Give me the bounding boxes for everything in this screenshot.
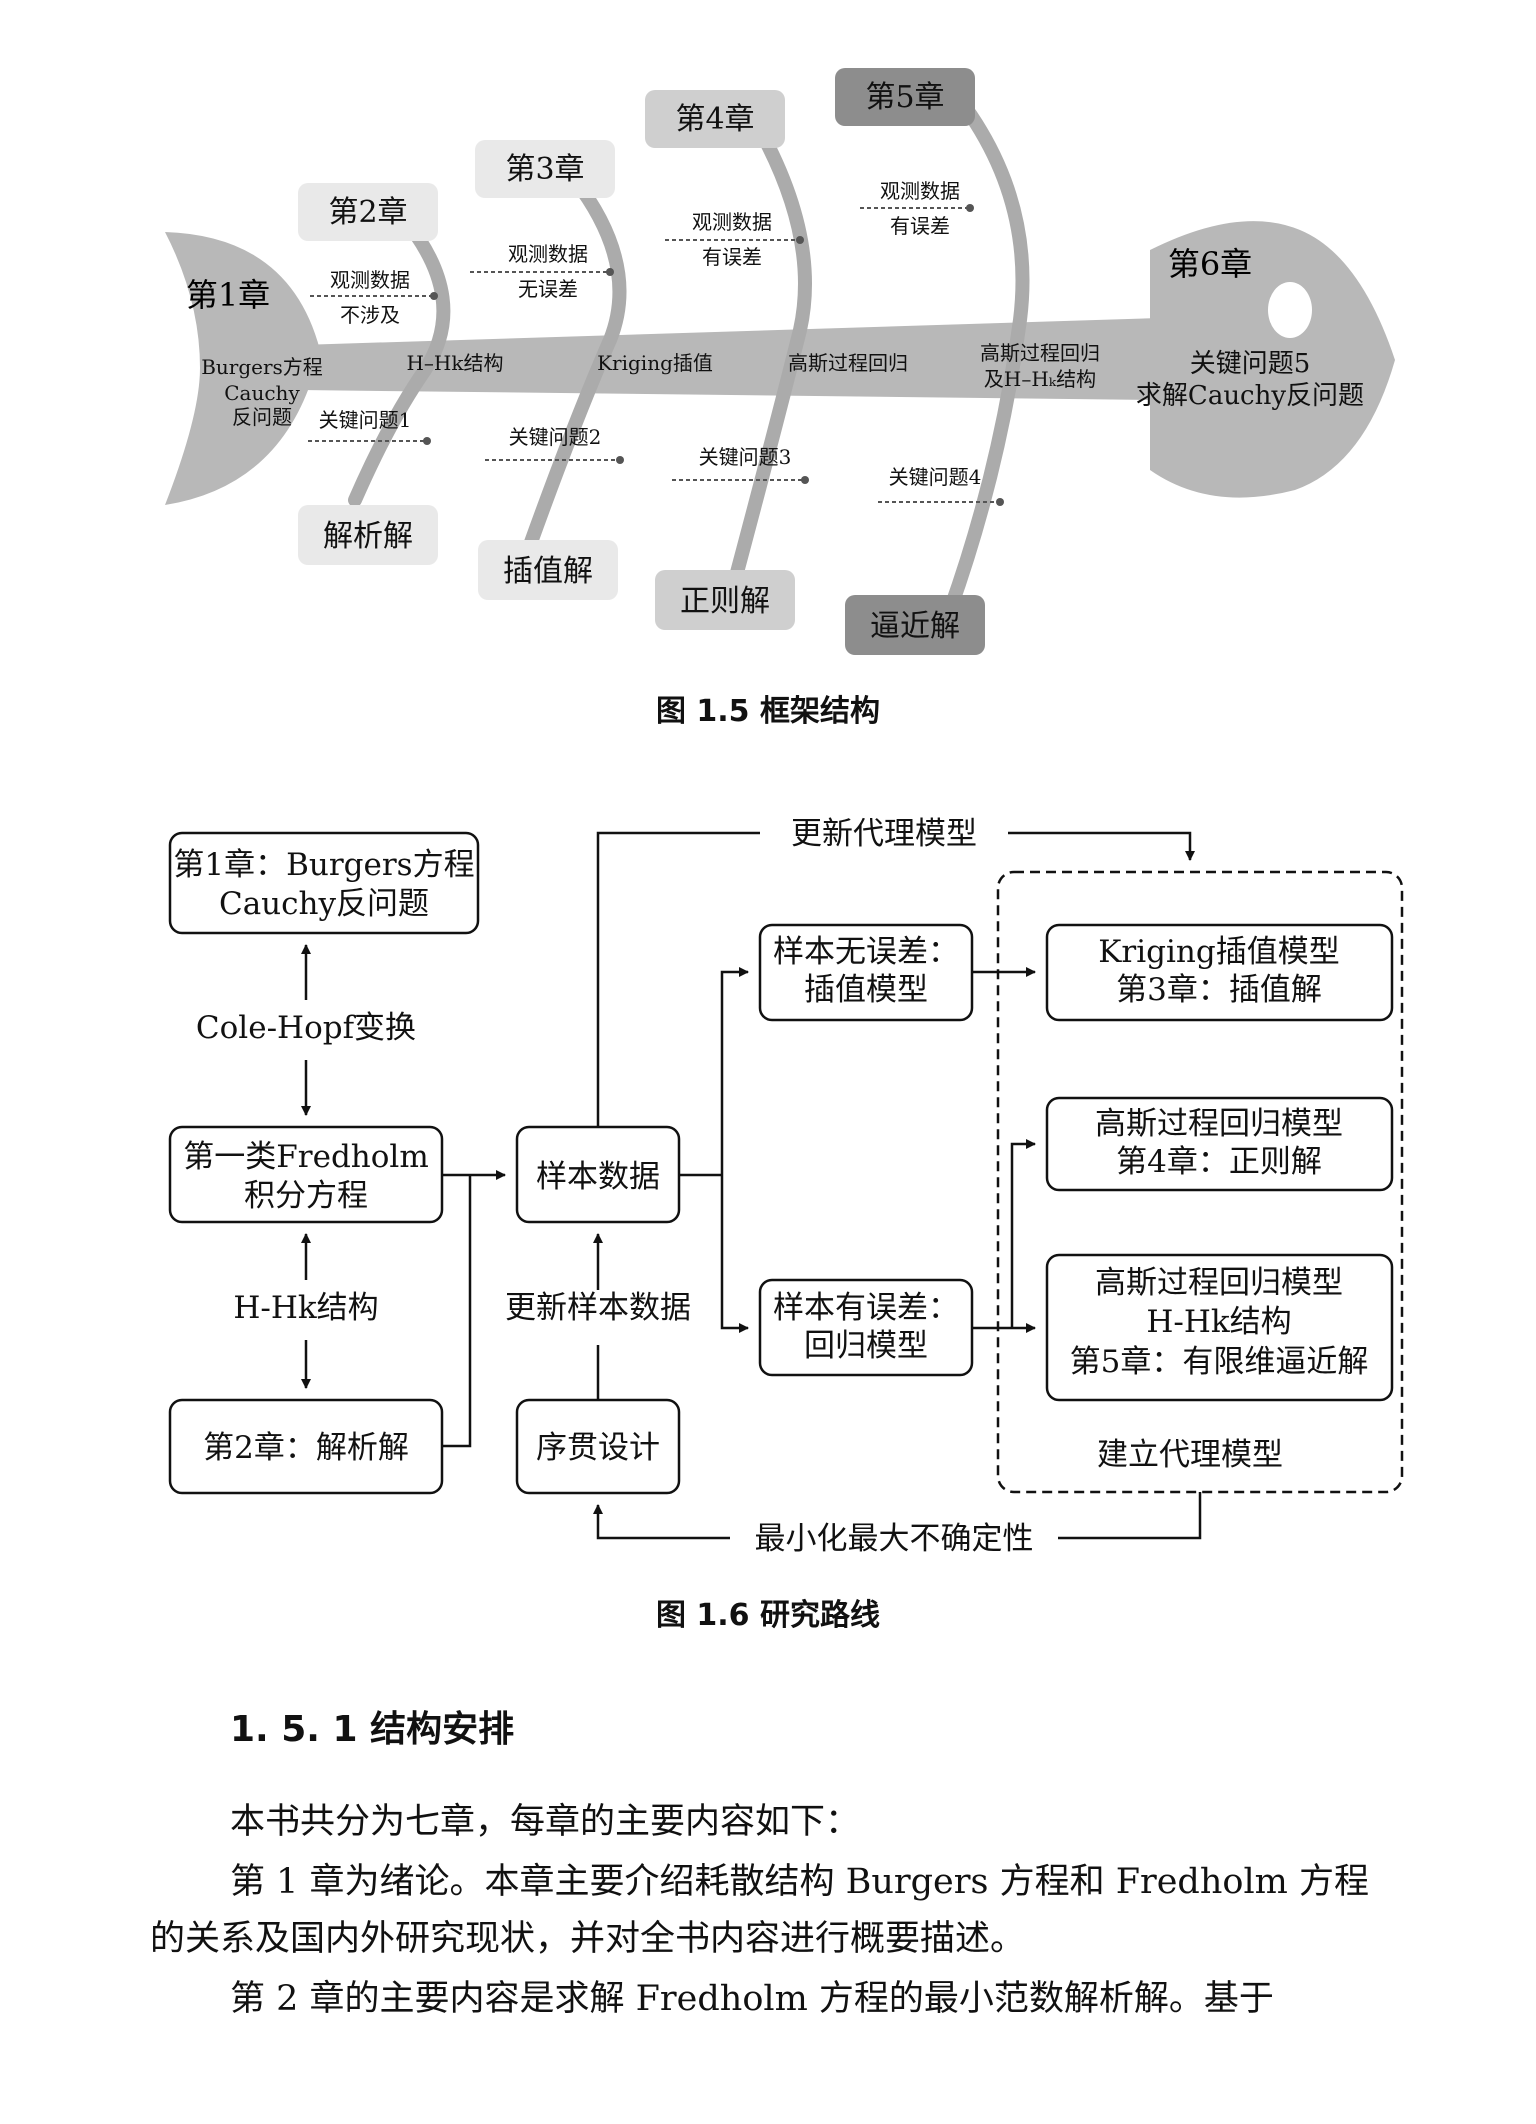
svg-text:关键问题2: 关键问题2 — [509, 425, 602, 449]
top-chapter-labels: 第2章 第3章 第4章 第5章 — [328, 80, 944, 230]
fig15-ch4: 第4章 — [675, 102, 754, 137]
fig15-sol1: 解析解 — [323, 519, 413, 554]
fish-eye — [1268, 282, 1312, 338]
fig15-ch2: 第2章 — [328, 195, 407, 230]
box-kriging-line1: Kriging插值模型 — [1098, 934, 1339, 970]
research-route-diagram: 第1章：Burgers方程 Cauchy反问题 Cole-Hopf变换 第一类F… — [168, 816, 1404, 1557]
top-chapter-boxes — [298, 68, 975, 241]
spine-gp2b: 及H–Hₖ结构 — [984, 367, 1096, 391]
box-gp2-line2: H-Hk结构 — [1146, 1304, 1291, 1340]
paragraph-1: 本书共分为七章，每章的主要内容如下： — [230, 1802, 861, 1842]
svg-text:关键问题4: 关键问题4 — [889, 465, 982, 489]
box-ch2-label: 第2章：解析解 — [203, 1430, 409, 1466]
update-sample-label: 更新样本数据 — [505, 1290, 691, 1326]
box-noerr-line2: 插值模型 — [804, 972, 928, 1008]
spine-gp: 高斯过程回归 — [788, 351, 908, 375]
fig15-ch3: 第3章 — [505, 152, 584, 187]
spine-hhk: H–Hk结构 — [406, 351, 503, 375]
fig15-sol4: 逼近解 — [870, 609, 960, 644]
box-sample-label: 样本数据 — [536, 1159, 660, 1195]
box-gp2-line3: 第5章：有限维逼近解 — [1070, 1344, 1369, 1380]
fish-tail — [165, 232, 320, 505]
box-gp2-line1: 高斯过程回归模型 — [1095, 1265, 1343, 1301]
box-err-line2: 回归模型 — [804, 1328, 928, 1364]
svg-text:观测数据: 观测数据 — [880, 179, 960, 203]
head-cauchy: 求解Cauchy反问题 — [1136, 381, 1364, 411]
box-gp2 — [1045, 1253, 1394, 1402]
fish-head — [1150, 221, 1395, 498]
fig15-ch6: 第6章 — [1168, 245, 1252, 283]
svg-text:无误差: 无误差 — [518, 277, 578, 301]
spine-inverse: 反问题 — [232, 405, 292, 429]
build-proxy-label: 建立代理模型 — [1097, 1437, 1283, 1473]
paragraph-2-line2: 的关系及国内外研究现状，并对全书内容进行概要描述。 — [150, 1919, 1026, 1959]
spine-kriging: Kriging插值 — [597, 351, 713, 375]
proxy-group — [996, 870, 1404, 1494]
fig15-ch1: 第1章 — [186, 276, 270, 314]
minimize-label: 最小化最大不确定性 — [755, 1521, 1034, 1557]
key-labels: 关键问题1 关键问题2 关键问题3 关键问题4 — [319, 408, 982, 489]
cole-hopf-label: Cole-Hopf变换 — [196, 1010, 416, 1046]
svg-text:有误差: 有误差 — [890, 214, 950, 238]
box-ch1 — [168, 831, 480, 935]
key-lines — [308, 437, 1004, 506]
fig15-sol3: 正则解 — [680, 584, 770, 619]
box-gp1 — [1045, 1096, 1394, 1192]
fishbone-diagram: 第2章 第3章 第4章 第5章 解析解 插值解 正则解 逼近解 第1章 第6章 … — [165, 68, 1395, 655]
spine-labels: Burgers方程 Cauchy 反问题 H–Hk结构 Kriging插值 高斯… — [201, 341, 1100, 429]
box-noerr-line1: 样本无误差： — [773, 934, 959, 970]
section-heading: 1. 5. 1 结构安排 — [230, 1709, 515, 1750]
svg-text:关键问题3: 关键问题3 — [699, 445, 792, 469]
obs-labels: 观测数据 不涉及 观测数据 无误差 观测数据 有误差 观测数据 有误差 — [330, 179, 960, 327]
fish-spine — [300, 318, 1160, 400]
obs-lines — [310, 204, 974, 300]
update-proxy-label: 更新代理模型 — [791, 816, 977, 852]
box-ch1-line2: Cauchy反问题 — [219, 886, 429, 922]
box-gp1-line1: 高斯过程回归模型 — [1095, 1106, 1343, 1142]
bottom-solution-labels: 解析解 插值解 正则解 逼近解 — [323, 519, 960, 644]
spine-cauchy: Cauchy — [224, 381, 300, 405]
fig15-ch5: 第5章 — [865, 80, 944, 115]
svg-text:有误差: 有误差 — [702, 245, 762, 269]
fig15-sol2: 插值解 — [503, 554, 593, 589]
box-fredholm-line2: 积分方程 — [244, 1178, 368, 1214]
svg-text:观测数据: 观测数据 — [508, 242, 588, 266]
svg-text:关键问题1: 关键问题1 — [319, 408, 412, 432]
figure-1-6-caption: 图 1.6 研究路线 — [655, 1598, 881, 1633]
spine-burgers: Burgers方程 — [201, 355, 323, 379]
head-key5: 关键问题5 — [1190, 349, 1311, 379]
figure-1-5-caption: 图 1.5 框架结构 — [655, 694, 881, 729]
fish-ribs — [348, 93, 1030, 617]
box-kriging — [1045, 923, 1394, 1022]
spine-gp2: 高斯过程回归 — [980, 341, 1100, 365]
box-kriging-line2: 第3章：插值解 — [1116, 972, 1322, 1008]
box-gp1-line2: 第4章：正则解 — [1116, 1144, 1322, 1180]
bottom-solution-boxes — [298, 505, 985, 655]
paragraph-2-line1: 第 1 章为绪论。本章主要介绍耗散结构 Burgers 方程和 Fredholm… — [230, 1862, 1369, 1902]
svg-text:观测数据: 观测数据 — [692, 210, 772, 234]
box-fredholm-line1: 第一类Fredholm — [183, 1139, 428, 1175]
box-seq-label: 序贯设计 — [536, 1430, 660, 1466]
svg-text:不涉及: 不涉及 — [340, 303, 400, 327]
svg-text:观测数据: 观测数据 — [330, 268, 410, 292]
box-err-line1: 样本有误差： — [773, 1290, 959, 1326]
head-labels: 关键问题5 求解Cauchy反问题 — [1136, 349, 1364, 411]
hhk-label: H-Hk结构 — [233, 1290, 378, 1326]
box-ch1-line1: 第1章：Burgers方程 — [173, 847, 474, 883]
paragraph-3: 第 2 章的主要内容是求解 Fredholm 方程的最小范数解析解。基于 — [230, 1979, 1274, 2019]
